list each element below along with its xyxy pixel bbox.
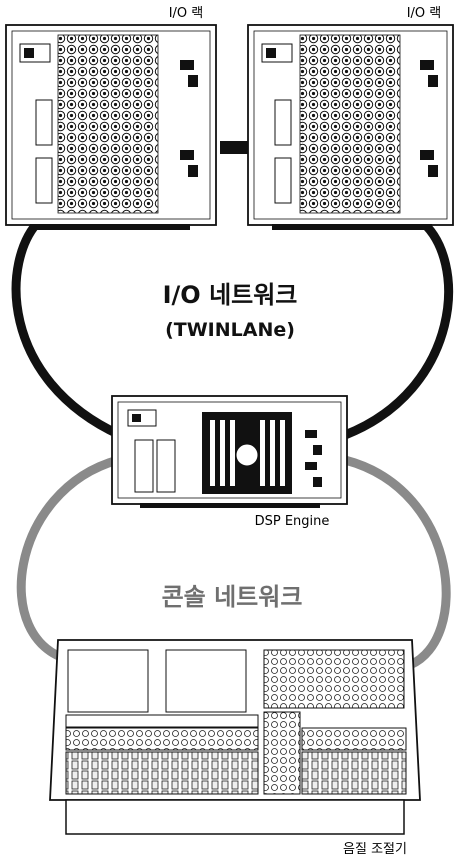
console-network-loop <box>16 455 451 670</box>
dsp-engine-label: DSP Engine <box>255 514 330 529</box>
rack-link-cable <box>220 141 248 154</box>
dsp-engine-unit <box>111 395 348 508</box>
io-network-subtitle: (TWINLANe) <box>165 319 295 341</box>
io-network-title: I/O 네트워크 <box>163 281 298 309</box>
io-rack-right <box>247 24 454 230</box>
console-surface <box>49 639 421 835</box>
io-rack-left-label: I/O 랙 <box>169 6 204 21</box>
io-rack-right-label: I/O 랙 <box>407 6 442 21</box>
fan-icon <box>235 443 259 467</box>
io-network-loop <box>11 215 453 440</box>
console-label: 음질 조절기 <box>343 842 407 857</box>
io-rack-left <box>5 24 217 230</box>
console-network-title: 콘솔 네트워크 <box>162 583 303 611</box>
